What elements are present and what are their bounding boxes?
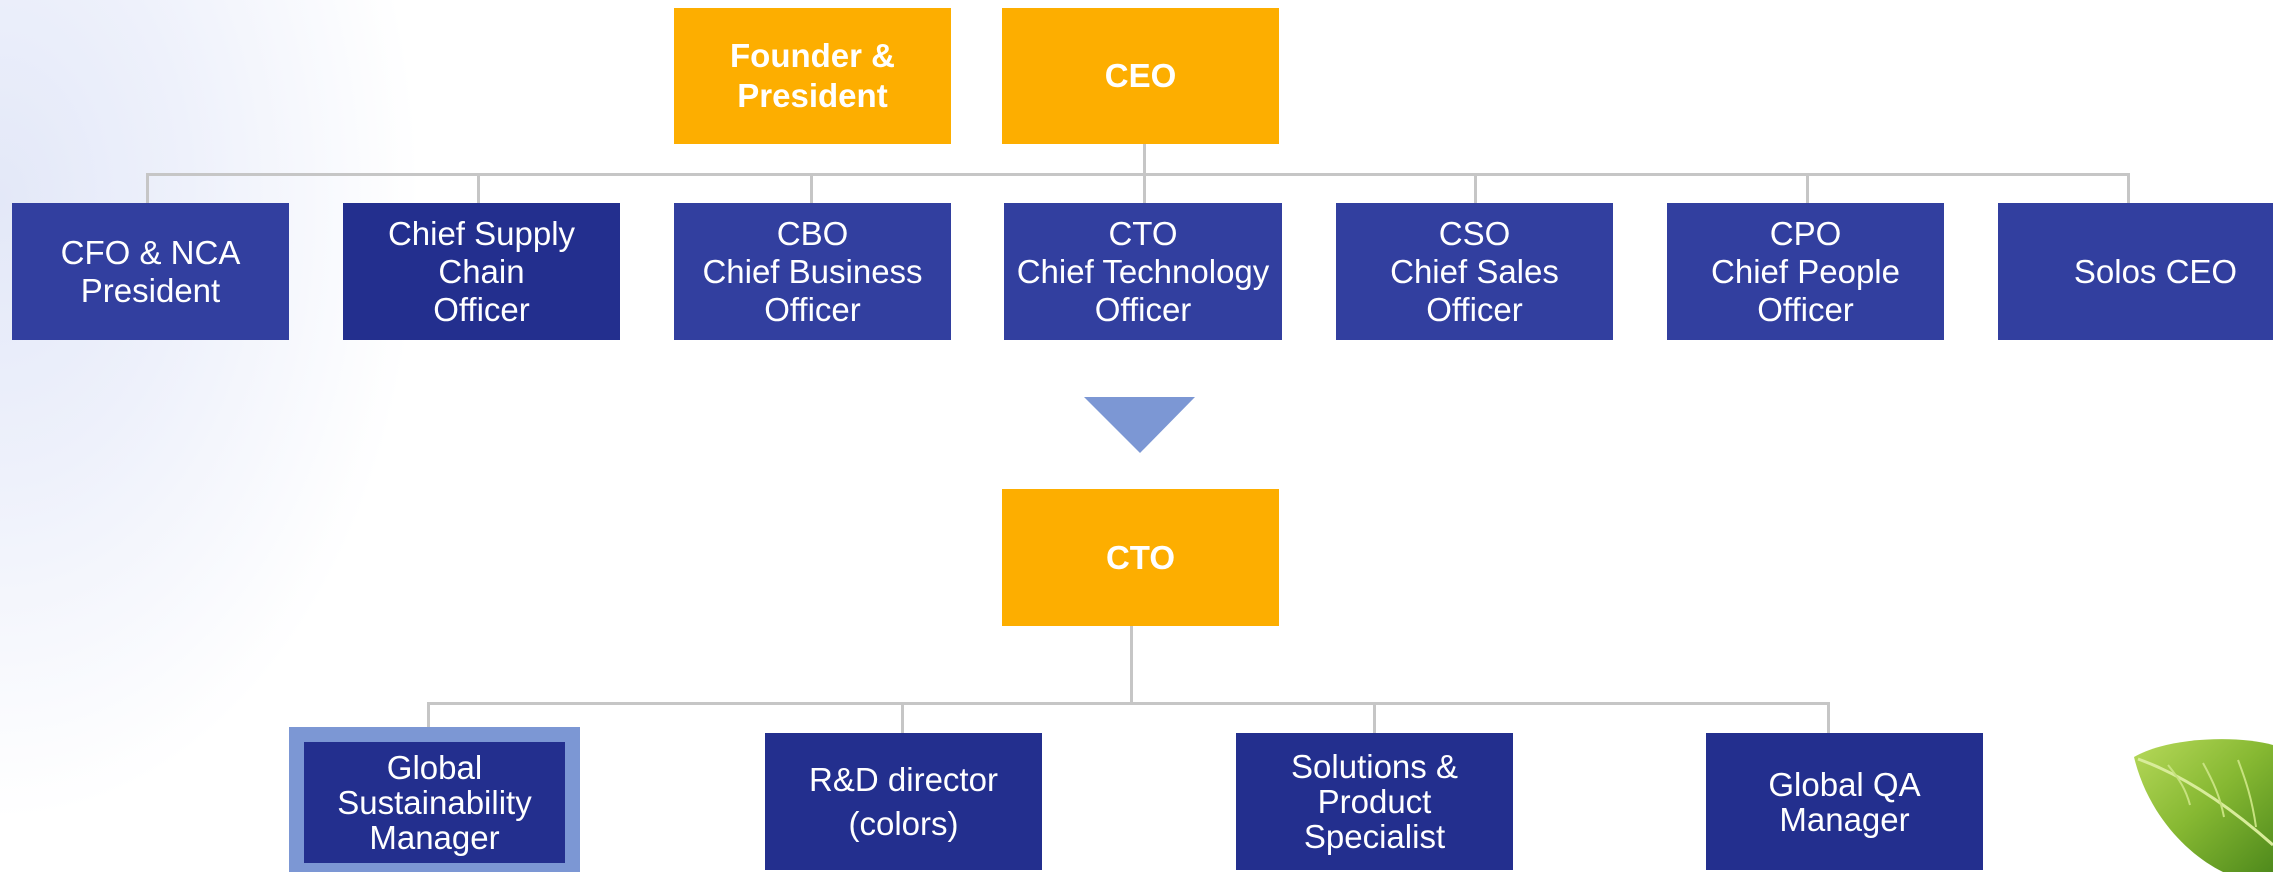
leaf-icon	[2134, 739, 2273, 872]
chief-connector-drop	[810, 173, 813, 203]
report-box-rnd: R&D director (colors)	[765, 733, 1042, 870]
cto-connector-vertical	[1130, 626, 1133, 704]
ceo-label: CEO	[1104, 57, 1177, 94]
report-box-solutions: Solutions & Product Specialist	[1236, 733, 1513, 870]
chief-box-cfo: CFO & NCA President	[12, 203, 289, 340]
report-connector-drop	[427, 702, 430, 728]
chief-label: CFO & NCA President	[60, 233, 241, 309]
chief-connector-drop	[477, 173, 480, 203]
report-label: R&D director (colors)	[809, 760, 998, 842]
report-connector-drop	[1827, 702, 1830, 733]
chief-connector-drop	[146, 173, 149, 203]
cto-label: CTO	[1105, 538, 1176, 576]
cto-box: CTO	[1002, 489, 1279, 626]
report-box-sustainability: Global Sustainability Manager	[304, 742, 565, 863]
ceo-connector-vertical	[1143, 144, 1146, 175]
chief-box-cbo: CBO Chief Business Officer	[674, 203, 951, 340]
report-label: Solutions & Product Specialist	[1291, 748, 1458, 855]
chief-connector-drop	[1806, 173, 1809, 203]
chiefs-connector-horizontal	[146, 173, 2130, 176]
reports-connector-horizontal	[427, 702, 1830, 705]
chief-label: CBO Chief Business Officer	[702, 214, 923, 328]
report-label: Global QA Manager	[1768, 765, 1921, 838]
chief-connector-drop	[2127, 173, 2130, 203]
chief-box-cso: CSO Chief Sales Officer	[1336, 203, 1613, 340]
founder-president-box: Founder & President	[674, 8, 951, 144]
chief-label: Solos CEO	[2073, 252, 2238, 290]
founder-president-label: Founder & President	[730, 37, 895, 114]
chief-connector-drop	[1474, 173, 1477, 203]
chief-box-cpo: CPO Chief People Officer	[1667, 203, 1944, 340]
chief-box-solos-ceo: Solos CEO	[1998, 203, 2273, 340]
ceo-box: CEO	[1002, 8, 1279, 144]
chief-label: CPO Chief People Officer	[1711, 214, 1900, 328]
chief-connector-drop	[1143, 173, 1146, 203]
report-label: Global Sustainability Manager	[337, 749, 532, 856]
report-connector-drop	[901, 702, 904, 733]
report-connector-drop	[1373, 702, 1376, 733]
chief-label: CTO Chief Technology Officer	[1016, 214, 1270, 328]
chief-box-cto: CTO Chief Technology Officer	[1004, 203, 1282, 340]
chief-box-supply-chain: Chief Supply Chain Officer	[343, 203, 620, 340]
chief-label: Chief Supply Chain Officer	[387, 214, 576, 328]
chief-label: CSO Chief Sales Officer	[1390, 214, 1559, 328]
report-box-qa: Global QA Manager	[1706, 733, 1983, 870]
